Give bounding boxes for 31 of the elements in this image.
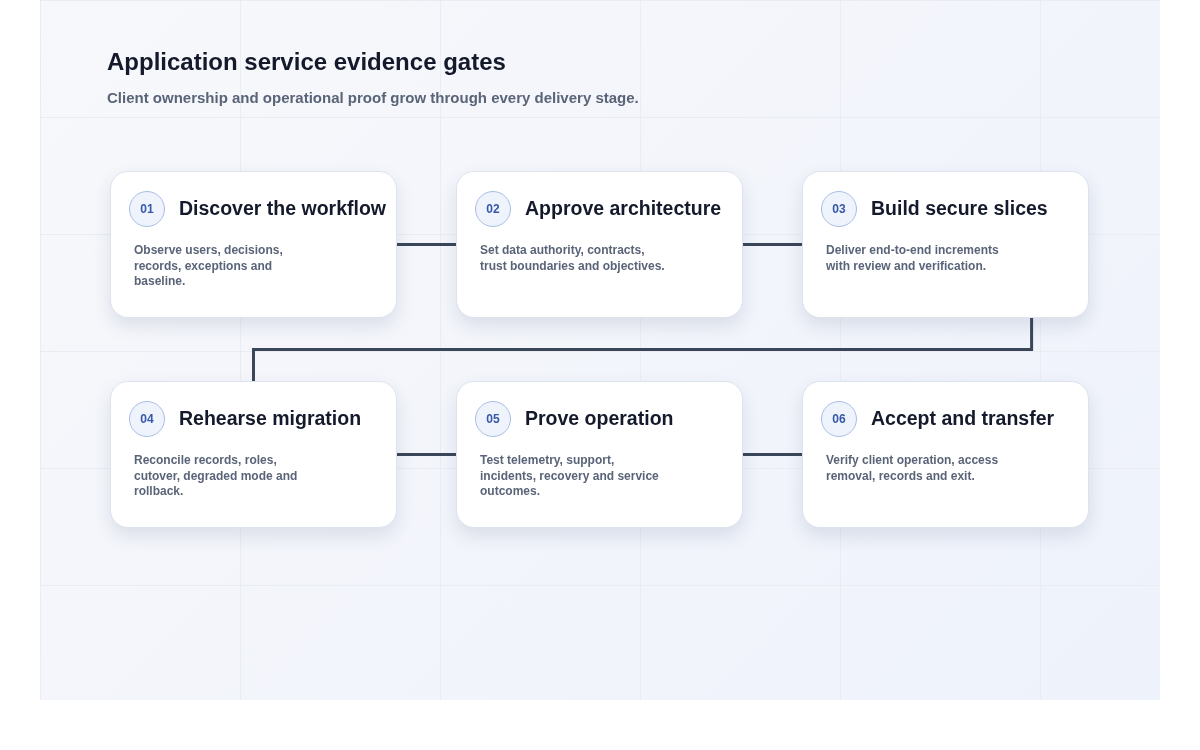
stage-description: Reconcile records, roles, cutover, degraded mode and rollback.	[134, 453, 299, 500]
stage-card	[456, 171, 743, 318]
connector-line	[743, 243, 802, 246]
stage-description: Verify client operation, access removal, records and exit.	[826, 453, 1000, 484]
stage-description: Observe users, decisions, records, exceptions and baseline.	[134, 243, 284, 290]
stage-description: Set data authority, contracts, trust boundaries and objectives.	[480, 243, 666, 274]
stage-card	[110, 171, 397, 318]
stage-title: Rehearse migration	[179, 407, 362, 430]
connector-line	[397, 243, 456, 246]
stage-title: Discover the workflow	[179, 197, 386, 220]
diagram-title: Application service evidence gates	[107, 48, 506, 76]
stage-title: Build secure slices	[871, 197, 1048, 220]
stage-card	[802, 171, 1089, 318]
stage-card	[456, 381, 743, 528]
step-number-badge: 05	[475, 401, 511, 437]
stage-card	[802, 381, 1089, 528]
stage-title: Approve architecture	[525, 197, 722, 220]
stage-card	[110, 381, 397, 528]
stage-title: Prove operation	[525, 407, 674, 430]
connector-line	[397, 453, 456, 456]
diagram-subtitle: Client ownership and operational proof grow through every delivery stage.	[107, 89, 639, 106]
stage-description: Deliver end-to-end increments with review and verification.	[826, 243, 1000, 274]
stage-description: Test telemetry, support, incidents, recovery and service outcomes.	[480, 453, 660, 500]
step-number-badge: 02	[475, 191, 511, 227]
step-number-badge: 06	[821, 401, 857, 437]
connector-line	[252, 318, 1034, 381]
step-number-badge: 03	[821, 191, 857, 227]
step-number-badge: 04	[129, 401, 165, 437]
step-number-badge: 01	[129, 191, 165, 227]
connector-line	[743, 453, 802, 456]
stage-title: Accept and transfer	[871, 407, 1055, 430]
